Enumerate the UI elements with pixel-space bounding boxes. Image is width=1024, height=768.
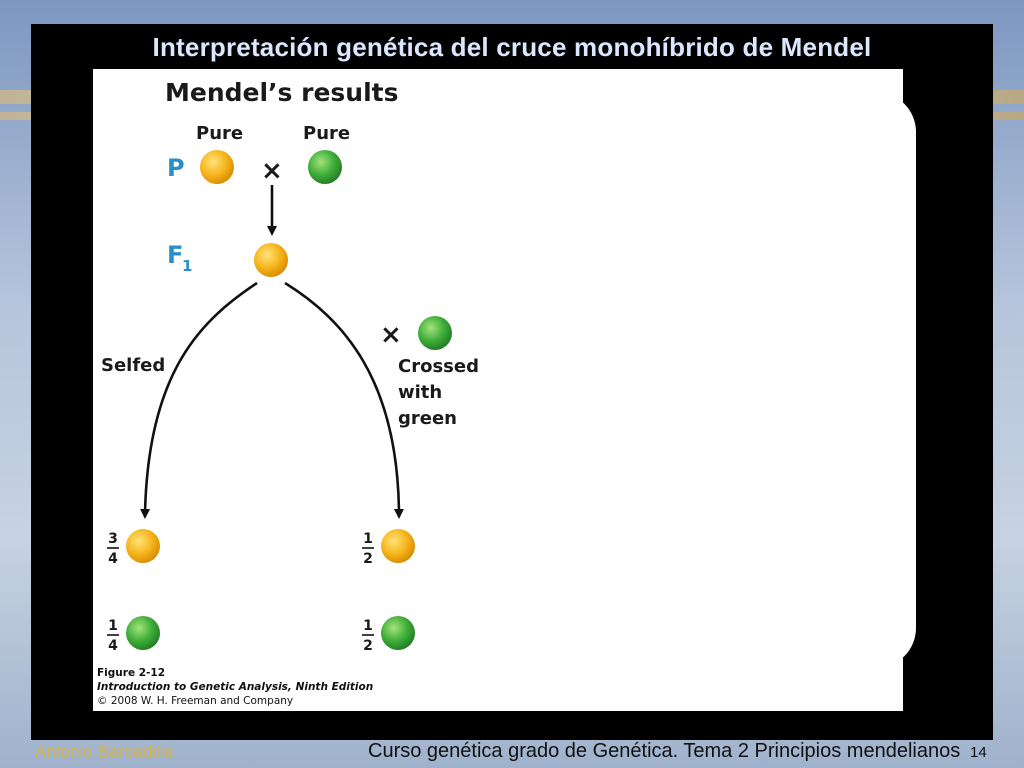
fraction-denominator: 2 <box>363 551 373 567</box>
caption-book-title: Introduction to Genetic Analysis, Ninth … <box>97 681 374 693</box>
parent-label-left: Pure <box>196 123 243 144</box>
green-pea-icon <box>418 316 452 350</box>
caption-figure-number: Figure 2-12 <box>97 667 165 679</box>
yellow-pea-icon <box>254 243 288 277</box>
branch-selfed-label: Selfed <box>101 355 165 376</box>
fraction-numerator: 1 <box>363 618 373 634</box>
fraction-denominator: 4 <box>108 638 118 654</box>
yellow-pea-icon <box>200 150 234 184</box>
cross-symbol: × <box>261 156 283 186</box>
crossed-branch-arrow <box>284 281 404 519</box>
generation-f1-subscript: 1 <box>182 257 192 275</box>
fraction-denominator: 2 <box>363 638 373 654</box>
figure-panel: Mendel’s results Pure Pure P × F 1 Selfe… <box>93 69 903 711</box>
generation-p-label: P <box>167 154 185 182</box>
generation-f1-label: F <box>167 241 183 269</box>
cross-symbol: × <box>380 320 402 350</box>
slide-title: Interpretación genética del cruce monohí… <box>152 32 872 62</box>
branch-crossed-label-line: with <box>398 382 442 403</box>
caption-copyright: © 2008 W. H. Freeman and Company <box>97 695 294 707</box>
mendel-results-diagram: Mendel’s results Pure Pure P × F 1 Selfe… <box>101 78 479 654</box>
page-number: 14 <box>970 744 987 761</box>
figure-caption: Figure 2-12 Introduction to Genetic Anal… <box>97 666 373 708</box>
branch-crossed-label-line: Crossed <box>398 356 479 377</box>
fraction-numerator: 3 <box>108 531 118 547</box>
fraction-denominator: 4 <box>108 551 118 567</box>
green-pea-icon <box>308 150 342 184</box>
fraction-numerator: 1 <box>363 531 373 547</box>
yellow-pea-icon <box>381 529 415 563</box>
figure-heading: Mendel’s results <box>165 78 399 107</box>
fraction-numerator: 1 <box>108 618 118 634</box>
footer-author: Antonio Barbadilla <box>35 742 173 761</box>
yellow-pea-icon <box>126 529 160 563</box>
branch-crossed-label-line: green <box>398 408 457 429</box>
footer-course: Curso genética grado de Genética. Tema 2… <box>368 740 961 762</box>
parent-label-right: Pure <box>303 123 350 144</box>
green-pea-icon <box>126 616 160 650</box>
green-pea-icon <box>381 616 415 650</box>
selfed-branch-arrow <box>140 281 258 519</box>
